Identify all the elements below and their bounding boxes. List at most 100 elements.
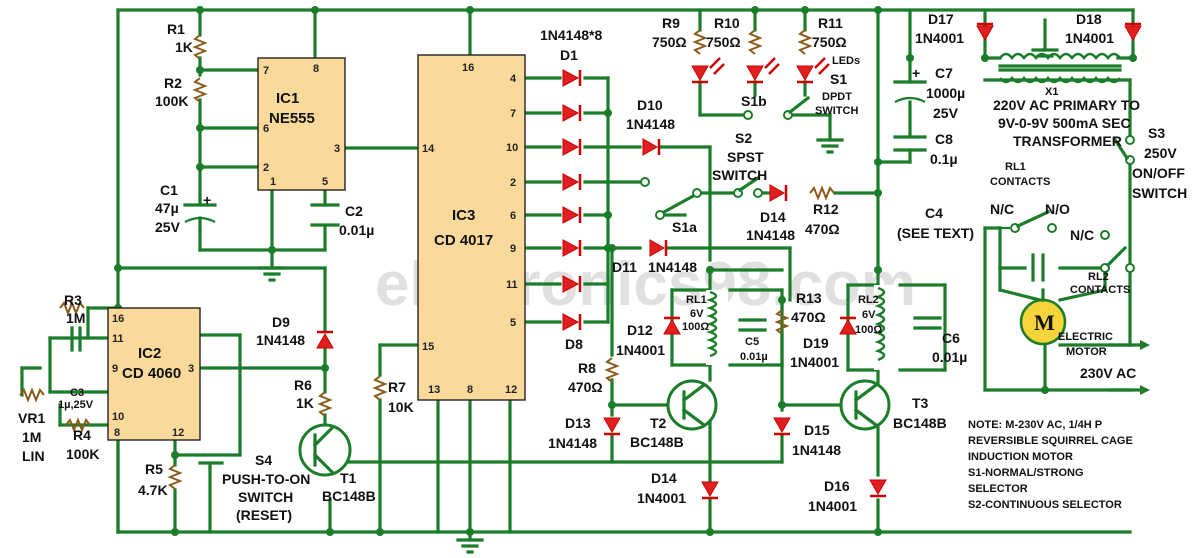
t1-label: T1 <box>340 470 357 486</box>
rl1-label: RL1 <box>686 294 707 306</box>
svg-text:8: 8 <box>313 63 319 75</box>
ic2: IC2 CD 4060 16 11 9 10 8 12 3 <box>107 307 201 441</box>
r6-value: 1K <box>296 395 314 411</box>
svg-text:8: 8 <box>114 427 120 439</box>
svg-text:14: 14 <box>422 143 435 155</box>
c5-label: C5 <box>745 336 759 348</box>
r13-label: R13 <box>796 290 822 306</box>
d14b-label: D14 <box>651 470 677 486</box>
c3-value: 1µ,25V <box>58 399 94 411</box>
s1a-label: S1a <box>672 219 697 235</box>
rl1-voltage: 6V <box>690 308 704 320</box>
d11-part: 1N4148 <box>648 259 697 275</box>
s3-label: S3 <box>1148 125 1165 141</box>
rl2-contacts-line1: RL2 <box>1088 271 1109 283</box>
rl1-resistance: 100Ω <box>682 321 709 333</box>
d9-part: 1N4148 <box>256 332 305 348</box>
s2-label: S2 <box>735 130 752 146</box>
d9-label: D9 <box>272 314 290 330</box>
svg-text:2: 2 <box>263 162 269 174</box>
r8-label: R8 <box>578 360 596 376</box>
d16-label: D16 <box>824 478 850 494</box>
diode-array-label: 1N4148*8 <box>540 27 602 43</box>
r7-symbol <box>374 375 386 401</box>
svg-text:9: 9 <box>112 363 118 375</box>
svg-text:IC1: IC1 <box>276 90 299 107</box>
c6-label: C6 <box>942 330 960 346</box>
r12-symbol <box>809 187 835 199</box>
d11-label: D11 <box>612 259 637 275</box>
d13-label: D13 <box>565 415 591 431</box>
r11-value: 750Ω <box>812 34 847 50</box>
s4-desc1: PUSH-TO-ON <box>222 471 310 487</box>
svg-text:6: 6 <box>510 210 516 222</box>
svg-text:12: 12 <box>172 427 184 439</box>
t3-part: BC148B <box>893 415 947 431</box>
d17-part: 1N4001 <box>915 30 964 46</box>
s2-line2: SWITCH <box>712 167 767 183</box>
r6-label: R6 <box>294 377 312 393</box>
d1-label: D1 <box>560 47 578 63</box>
s3-line1: 250V <box>1144 145 1177 161</box>
d14b-part: 1N4001 <box>637 490 686 506</box>
r13-value: 470Ω <box>791 309 826 325</box>
s4-desc2: SWITCH <box>238 489 293 505</box>
d18-part: 1N4001 <box>1065 30 1114 46</box>
svg-text:IC2: IC2 <box>138 345 161 362</box>
svg-text:11: 11 <box>112 333 124 345</box>
note-line3: INDUCTION MOTOR <box>968 451 1073 463</box>
r1-label: R1 <box>167 21 185 37</box>
r11-label: R11 <box>818 15 843 31</box>
c2-label: C2 <box>345 203 363 219</box>
c1-voltage: 25V <box>155 219 181 235</box>
transformer-x1 <box>998 52 1122 84</box>
capacitors: + + <box>70 65 1045 352</box>
s3-line2: ON/OFF <box>1132 165 1185 181</box>
s1b-label: S1b <box>741 93 767 109</box>
note-line5: SELECTOR <box>968 483 1028 495</box>
motor-symbol: M <box>1034 310 1055 335</box>
d16-part: 1N4001 <box>808 498 857 514</box>
ic1: IC1 NE555 7 8 6 2 1 5 3 <box>257 57 346 191</box>
r10-value: 750Ω <box>706 34 741 50</box>
s1-line2: SWITCH <box>815 105 858 117</box>
c7-label: C7 <box>935 65 953 81</box>
svg-text:11: 11 <box>506 279 518 291</box>
r1-symbol <box>194 34 206 60</box>
note-line1: NOTE: M-230V AC, 1/4H P <box>968 419 1102 431</box>
d10-part: 1N4148 <box>626 116 675 132</box>
r3-label: R3 <box>64 292 82 308</box>
c3-label: C3 <box>70 387 84 399</box>
d15-part: 1N4148 <box>792 442 841 458</box>
d12-part: 1N4001 <box>616 342 665 358</box>
electric-motor: M <box>1019 288 1150 395</box>
r9-label: R9 <box>662 15 680 31</box>
motor-ac-label: 230V AC <box>1080 365 1136 381</box>
svg-text:CD 4060: CD 4060 <box>122 365 181 382</box>
c7-value: 1000µ <box>926 85 965 101</box>
ic3: IC3 CD 4017 16 14 15 13 8 12 4 7 10 2 6 … <box>417 54 526 401</box>
c1-value: 47µ <box>155 200 179 216</box>
r7-value: 10K <box>388 399 414 415</box>
s2-line1: SPST <box>727 149 764 165</box>
c4-note: (SEE TEXT) <box>897 225 974 241</box>
svg-text:NE555: NE555 <box>269 110 315 127</box>
r10-label: R10 <box>714 15 740 31</box>
svg-text:5: 5 <box>322 176 328 188</box>
svg-text:5: 5 <box>510 317 516 329</box>
svg-text:6: 6 <box>263 123 269 135</box>
r5-symbol <box>169 464 181 490</box>
t1-part: BC148B <box>322 488 376 504</box>
svg-text:12: 12 <box>505 384 517 396</box>
rl2-voltage: 6V <box>862 309 876 321</box>
vr1-label: VR1 <box>18 410 45 426</box>
nc1-label: N/C <box>990 201 1014 217</box>
rl2-resistance: 100Ω <box>855 324 882 336</box>
r4-value: 100K <box>66 446 99 462</box>
d10-label: D10 <box>637 97 663 113</box>
svg-text:8: 8 <box>467 384 473 396</box>
r6-symbol <box>319 391 331 417</box>
svg-text:+: + <box>203 192 211 208</box>
rl1-contacts-line2: CONTACTS <box>990 176 1050 188</box>
